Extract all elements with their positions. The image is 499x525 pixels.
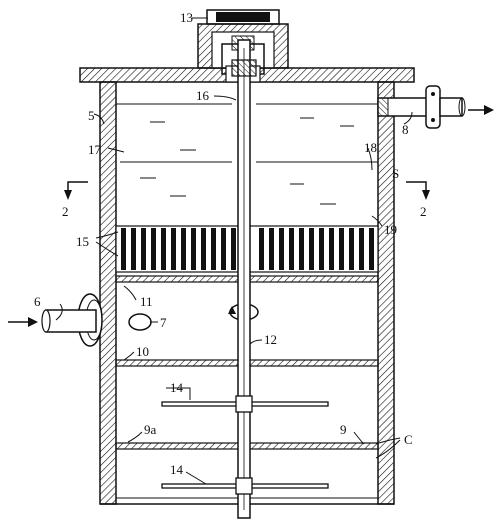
label-16: 16 — [196, 88, 210, 103]
filter-slat — [181, 228, 186, 270]
port-7 — [128, 313, 152, 331]
vessel-wall — [99, 81, 395, 505]
label-9: 9 — [340, 422, 347, 437]
outlet-arrow — [468, 105, 494, 115]
filter-slat — [161, 228, 166, 270]
filter-slat — [121, 228, 126, 270]
filter-slat — [349, 228, 354, 270]
section-marker-left — [64, 181, 88, 200]
label-8: 8 — [402, 122, 409, 137]
filter-slat — [131, 228, 136, 270]
label-15: 15 — [76, 234, 89, 249]
filter-slat — [319, 228, 324, 270]
leader-lines — [55, 17, 413, 485]
filter-slat — [259, 228, 264, 270]
filter-slat — [141, 228, 146, 270]
label-14-upper: 14 — [170, 380, 184, 395]
label-2-right: 2 — [420, 204, 427, 219]
label-5: 5 — [88, 108, 95, 123]
filter-slat — [279, 228, 284, 270]
label-6: 6 — [34, 294, 41, 309]
label-S: S — [392, 166, 399, 181]
label-7: 7 — [160, 315, 167, 330]
label-19: 19 — [384, 222, 397, 237]
shaft — [237, 39, 251, 519]
label-10: 10 — [136, 344, 149, 359]
label-12: 12 — [264, 332, 277, 347]
filter-slat — [329, 228, 334, 270]
filter-slat — [201, 228, 206, 270]
section-marker-right — [406, 181, 430, 200]
filter-slat — [309, 228, 314, 270]
label-2-left: 2 — [62, 204, 69, 219]
filter-slat — [171, 228, 176, 270]
filter-slat — [231, 228, 236, 270]
label-11: 11 — [140, 294, 153, 309]
liquid-lines — [116, 103, 378, 205]
impeller-lower — [161, 477, 329, 495]
filter-slat — [359, 228, 364, 270]
inlet-arrow — [8, 317, 38, 327]
outlet-pipe — [377, 85, 466, 129]
inlet-pipe — [41, 293, 103, 347]
label-14-lower: 14 — [170, 462, 184, 477]
label-9a: 9a — [144, 422, 157, 437]
filter-slat — [211, 228, 216, 270]
filter-slat — [339, 228, 344, 270]
filter-slat — [299, 228, 304, 270]
label-17: 17 — [88, 142, 102, 157]
label-18: 18 — [364, 140, 377, 155]
filter-slat — [151, 228, 156, 270]
filter-slat — [289, 228, 294, 270]
label-13: 13 — [180, 10, 193, 25]
filter-slat — [191, 228, 196, 270]
impeller-upper — [161, 395, 329, 413]
filter-slat — [269, 228, 274, 270]
label-C: C — [404, 432, 413, 447]
shaft-coupling — [231, 59, 257, 77]
filter-slat — [221, 228, 226, 270]
filter-slat — [369, 228, 374, 270]
